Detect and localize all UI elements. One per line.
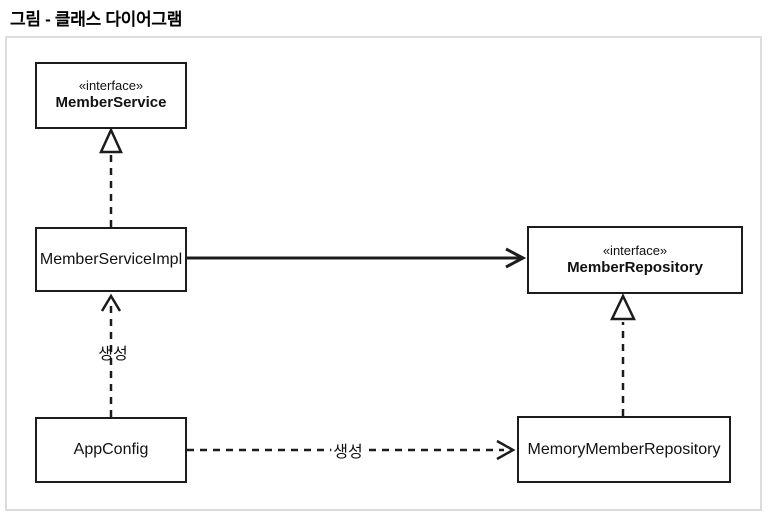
- class-name: AppConfig: [73, 441, 149, 458]
- hollow-triangle-icon: [610, 293, 636, 321]
- edge-label-create-horizontal: 생성: [331, 438, 365, 462]
- class-box-member-repository: «interface» MemberRepository: [527, 226, 743, 294]
- class-name: MemberServiceImpl: [39, 250, 183, 268]
- class-box-member-service: «interface» MemberService: [35, 62, 187, 129]
- stereotype-label: «interface»: [602, 242, 668, 258]
- class-name: MemberService: [55, 94, 167, 112]
- page-title: 그림 - 클래스 다이어그램: [10, 10, 183, 29]
- open-arrowhead-icon: [505, 247, 527, 269]
- hollow-triangle-icon: [99, 126, 123, 154]
- edge-label-create-vertical: 생성: [98, 346, 128, 363]
- open-arrowhead-icon: [496, 439, 516, 461]
- class-name: MemoryMemberRepository: [527, 440, 721, 458]
- class-box-app-config: AppConfig: [35, 417, 187, 483]
- stereotype-label: «interface»: [78, 78, 144, 93]
- open-arrowhead-icon: [100, 293, 122, 312]
- class-name: MemberRepository: [567, 258, 703, 276]
- class-box-memory-member-repository: MemoryMemberRepository: [517, 416, 731, 483]
- class-box-member-service-impl: MemberServiceImpl: [35, 227, 187, 292]
